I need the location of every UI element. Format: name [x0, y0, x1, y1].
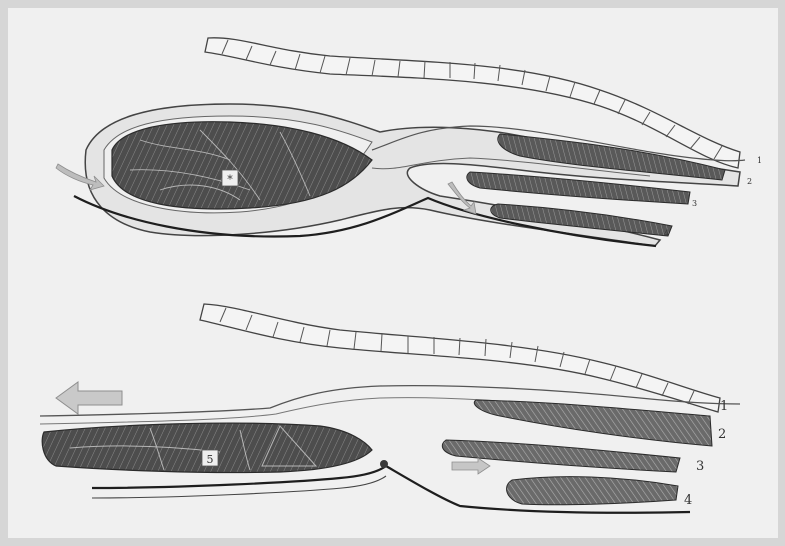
bottom-center-mark: 5 — [207, 453, 214, 466]
bottom-node — [380, 460, 388, 468]
top-label-4: 4 — [664, 229, 669, 238]
bottom-label-2: 2 — [718, 427, 726, 442]
top-center-mark: * — [227, 173, 233, 186]
bottom-label-3: 3 — [696, 459, 704, 474]
bottom-label-4: 4 — [684, 493, 692, 508]
top-label-1: 1 — [757, 156, 762, 165]
top-label-3: 3 — [692, 199, 697, 208]
top-label-2: 2 — [747, 177, 752, 186]
bottom-label-1: 1 — [720, 399, 728, 414]
